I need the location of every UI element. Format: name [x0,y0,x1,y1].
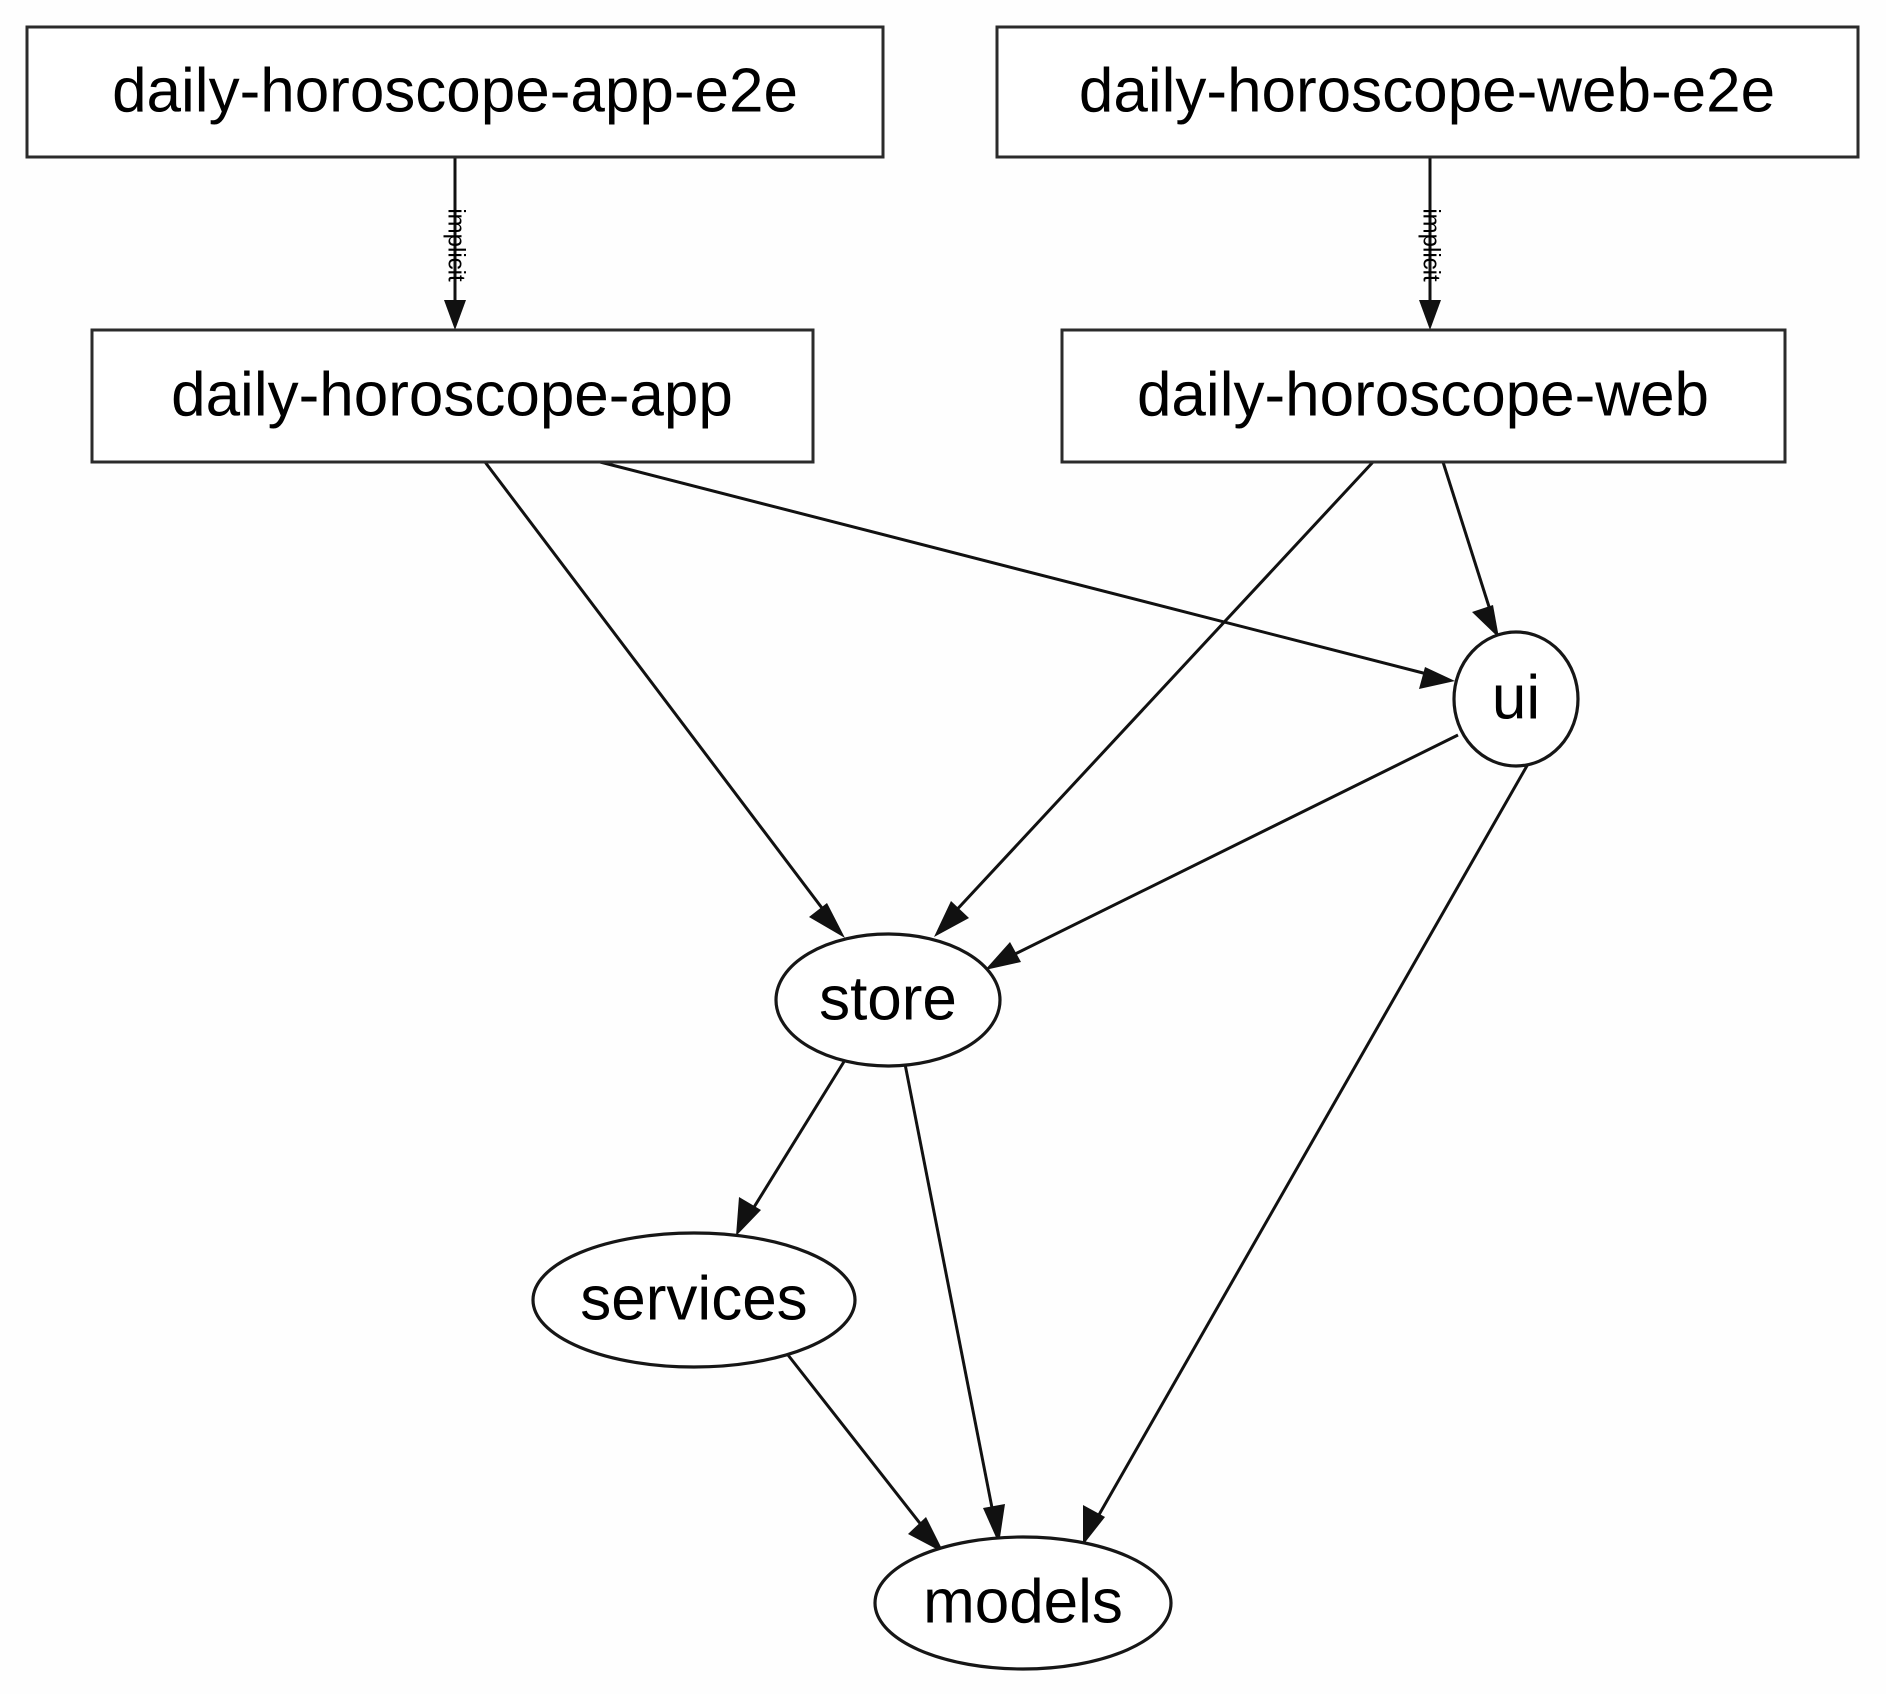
node-label-daily-horoscope-app: daily-horoscope-app [171,360,733,429]
node-services[interactable]: services [531,1231,857,1369]
edge-app-to-ui[interactable] [599,460,1455,689]
node-daily-horoscope-web-e2e[interactable]: daily-horoscope-web-e2e [995,25,1860,159]
node-daily-horoscope-app-e2e[interactable]: daily-horoscope-app-e2e [25,25,885,159]
edge-web-e2e-to-web[interactable] [1419,157,1441,330]
edge-ui-to-store[interactable] [985,733,1459,970]
node-label-ui: ui [1492,663,1540,732]
node-label-daily-horoscope-web: daily-horoscope-web [1137,360,1709,429]
node-daily-horoscope-web[interactable]: daily-horoscope-web [1060,328,1787,464]
node-label-daily-horoscope-web-e2e: daily-horoscope-web-e2e [1079,56,1775,125]
edge-label-implicit-app: implicit [443,208,470,282]
node-ui[interactable]: ui [1452,630,1580,768]
edge-ui-to-models[interactable] [1083,763,1530,1545]
edge-web-to-ui[interactable] [1441,461,1499,638]
edge-web-to-store[interactable] [934,460,1375,937]
node-models[interactable]: models [873,1535,1173,1671]
node-label-daily-horoscope-app-e2e: daily-horoscope-app-e2e [112,56,798,125]
edge-services-to-models[interactable] [786,1354,944,1553]
node-store[interactable]: store [774,932,1002,1068]
edge-store-to-services[interactable] [736,1059,847,1236]
node-layer: daily-horoscope-app-e2e daily-horoscope-… [25,25,1860,1671]
edge-store-to-models[interactable] [903,1063,1005,1544]
node-label-models: models [923,1567,1123,1636]
node-label-services: services [580,1264,807,1333]
edge-label-implicit-web: implicit [1418,208,1445,282]
edge-label-layer: implicit implicit [443,208,1445,282]
edge-app-to-store[interactable] [483,461,845,938]
edge-layer [444,157,1530,1553]
node-label-store: store [819,964,957,1033]
edge-app-e2e-to-app[interactable] [444,157,466,330]
node-daily-horoscope-app[interactable]: daily-horoscope-app [90,328,815,464]
